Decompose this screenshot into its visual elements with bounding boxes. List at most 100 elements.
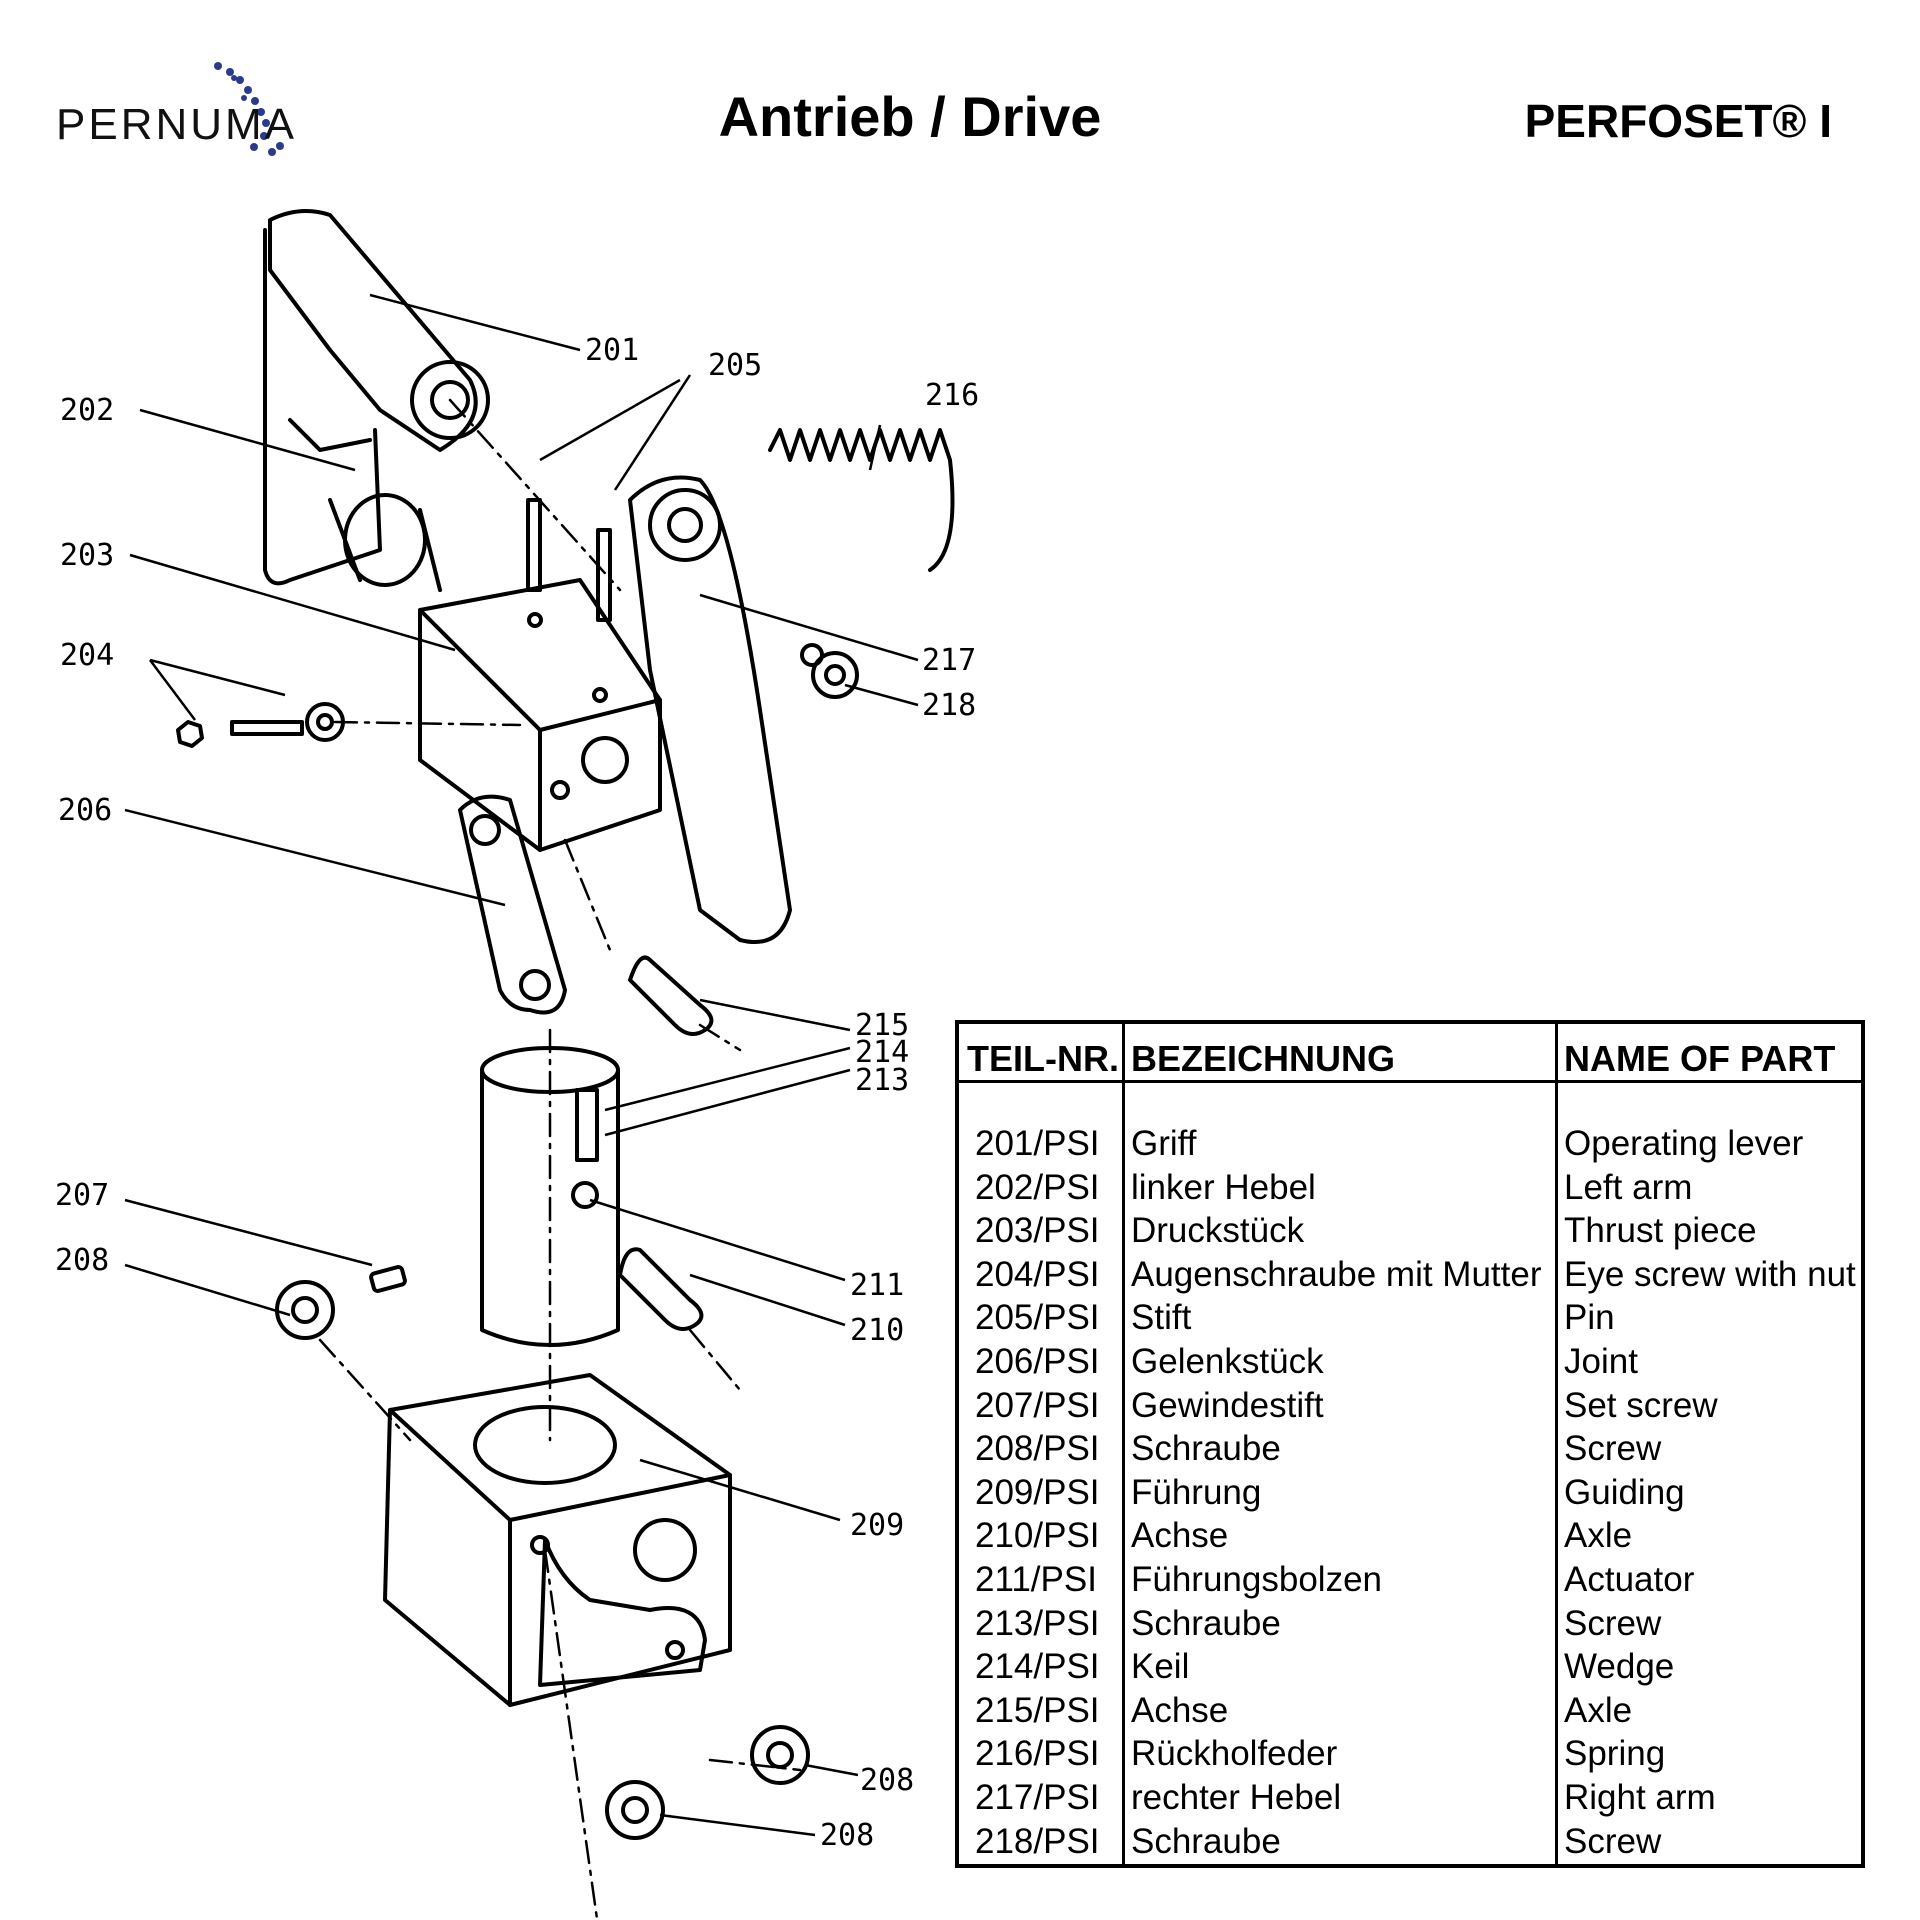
german-name: Gewindestift <box>1131 1385 1324 1425</box>
part-number: 202/PSI <box>975 1167 1100 1207</box>
callout-218: 218 <box>922 688 976 723</box>
german-name: Schraube <box>1131 1603 1281 1643</box>
english-name: Set screw <box>1564 1385 1718 1425</box>
callout-208: 208 <box>860 1763 914 1798</box>
german-name: Führung <box>1131 1472 1262 1512</box>
table-row: 216/PSI Rückholfeder Spring <box>959 1734 1861 1778</box>
pin-part <box>526 498 612 622</box>
english-name: Right arm <box>1564 1777 1716 1817</box>
callout-217: 217 <box>922 643 976 678</box>
screw-218-part <box>800 643 859 699</box>
eye-screw-part <box>176 702 345 748</box>
callout-216: 216 <box>925 378 979 413</box>
german-name: Griff <box>1131 1124 1197 1163</box>
german-name: Druckstück <box>1131 1211 1305 1251</box>
german-name: Achse <box>1131 1690 1229 1730</box>
callout-214: 214 <box>855 1035 909 1070</box>
table-divider <box>1122 1024 1125 1864</box>
part-number: 217/PSI <box>975 1777 1100 1817</box>
part-number: 209/PSI <box>975 1472 1100 1512</box>
header-german-name: BEZEICHNUNG <box>1131 1038 1396 1079</box>
part-number: 208/PSI <box>975 1429 1100 1469</box>
english-name: Actuator <box>1564 1559 1695 1599</box>
part-number: 206/PSI <box>975 1341 1100 1381</box>
english-name: Wedge <box>1564 1647 1675 1687</box>
german-name: Stift <box>1131 1298 1192 1338</box>
part-number: 210/PSI <box>975 1516 1100 1556</box>
exploded-view-drawing: 201 205 202 216 203 204 217 218 206 215 … <box>55 209 979 1920</box>
table-divider <box>1555 1024 1558 1864</box>
callout-201: 201 <box>585 333 639 368</box>
table-row: 217/PSI rechter Hebel Right arm <box>959 1778 1861 1822</box>
table-row: 204/PSI Augenschraube mit Mutter Eye screw… <box>959 1255 1861 1299</box>
callout-208: 208 <box>820 1818 874 1853</box>
part-number: 218/PSI <box>975 1821 1100 1861</box>
table-row: 207/PSI Gewindestift Set screw <box>959 1386 1861 1430</box>
table-body: 201/PSI Griff Operating lever 202/PSI linke… <box>959 1124 1861 1865</box>
part-number: 207/PSI <box>975 1385 1100 1425</box>
table-row: 201/PSI Griff Operating lever <box>959 1124 1861 1168</box>
english-name: Thrust piece <box>1564 1211 1757 1251</box>
right-arm-part <box>628 475 792 944</box>
english-name: Joint <box>1564 1341 1638 1381</box>
spring-part <box>768 428 955 572</box>
axle-215-part <box>628 955 714 1036</box>
guiding-block-part <box>383 1373 732 1707</box>
english-name: Axle <box>1564 1690 1633 1730</box>
part-number: 213/PSI <box>975 1603 1100 1643</box>
german-name: Keil <box>1131 1647 1190 1687</box>
set-screw-part <box>369 1265 407 1293</box>
german-name: rechter Hebel <box>1131 1777 1342 1817</box>
pernuma-logo: PERNUMA <box>50 60 300 170</box>
german-name: linker Hebel <box>1131 1167 1316 1207</box>
part-number: 214/PSI <box>975 1647 1100 1687</box>
callout-211: 211 <box>850 1268 904 1303</box>
german-name: Rückholfeder <box>1131 1734 1338 1774</box>
brand-name: PERNUMA <box>56 100 298 149</box>
table-row: 202/PSI linker Hebel Left arm <box>959 1168 1861 1212</box>
german-name: Schraube <box>1131 1821 1281 1861</box>
header-english-name: NAME OF PART <box>1564 1038 1836 1079</box>
callout-208: 208 <box>55 1243 109 1278</box>
table-row: 203/PSI Druckstück Thrust piece <box>959 1211 1861 1255</box>
english-name: Left arm <box>1564 1167 1693 1207</box>
callout-207: 207 <box>55 1178 109 1213</box>
left-arm-part <box>328 493 442 592</box>
callout-206: 206 <box>58 793 112 828</box>
english-name: Operating lever <box>1564 1124 1804 1163</box>
callout-210: 210 <box>850 1313 904 1348</box>
operating-lever-part <box>263 209 490 586</box>
english-name: Eye screw with nut <box>1564 1254 1856 1294</box>
callout-203: 203 <box>60 538 114 573</box>
english-name: Spring <box>1564 1734 1666 1774</box>
header-part-no: TEIL-NR. <box>967 1038 1119 1079</box>
german-name: Augenschraube mit Mutter <box>1131 1254 1542 1294</box>
english-name: Axle <box>1564 1516 1633 1556</box>
callout-215: 215 <box>855 1008 909 1043</box>
english-name: Screw <box>1564 1429 1662 1469</box>
part-number: 203/PSI <box>975 1211 1100 1251</box>
screw-208-part <box>275 1280 810 1840</box>
table-header-divider <box>959 1080 1861 1083</box>
german-name: Führungsbolzen <box>1131 1559 1382 1599</box>
part-number: 201/PSI <box>975 1124 1100 1163</box>
axle-210-part <box>618 1247 704 1331</box>
callout-213: 213 <box>855 1063 909 1098</box>
table-row: 208/PSI Schraube Screw <box>959 1429 1861 1473</box>
joint-part <box>458 794 567 1015</box>
page-title: Antrieb / Drive <box>718 85 1102 148</box>
english-name: Pin <box>1564 1298 1615 1338</box>
logo-dots-icon <box>214 62 284 156</box>
german-name: Schraube <box>1131 1429 1281 1469</box>
part-number: 211/PSI <box>975 1559 1097 1599</box>
part-number: 204/PSI <box>975 1254 1100 1294</box>
callout-204: 204 <box>60 638 114 673</box>
part-number: 216/PSI <box>975 1734 1100 1774</box>
product-name: PERFOSET® I <box>1524 95 1832 147</box>
